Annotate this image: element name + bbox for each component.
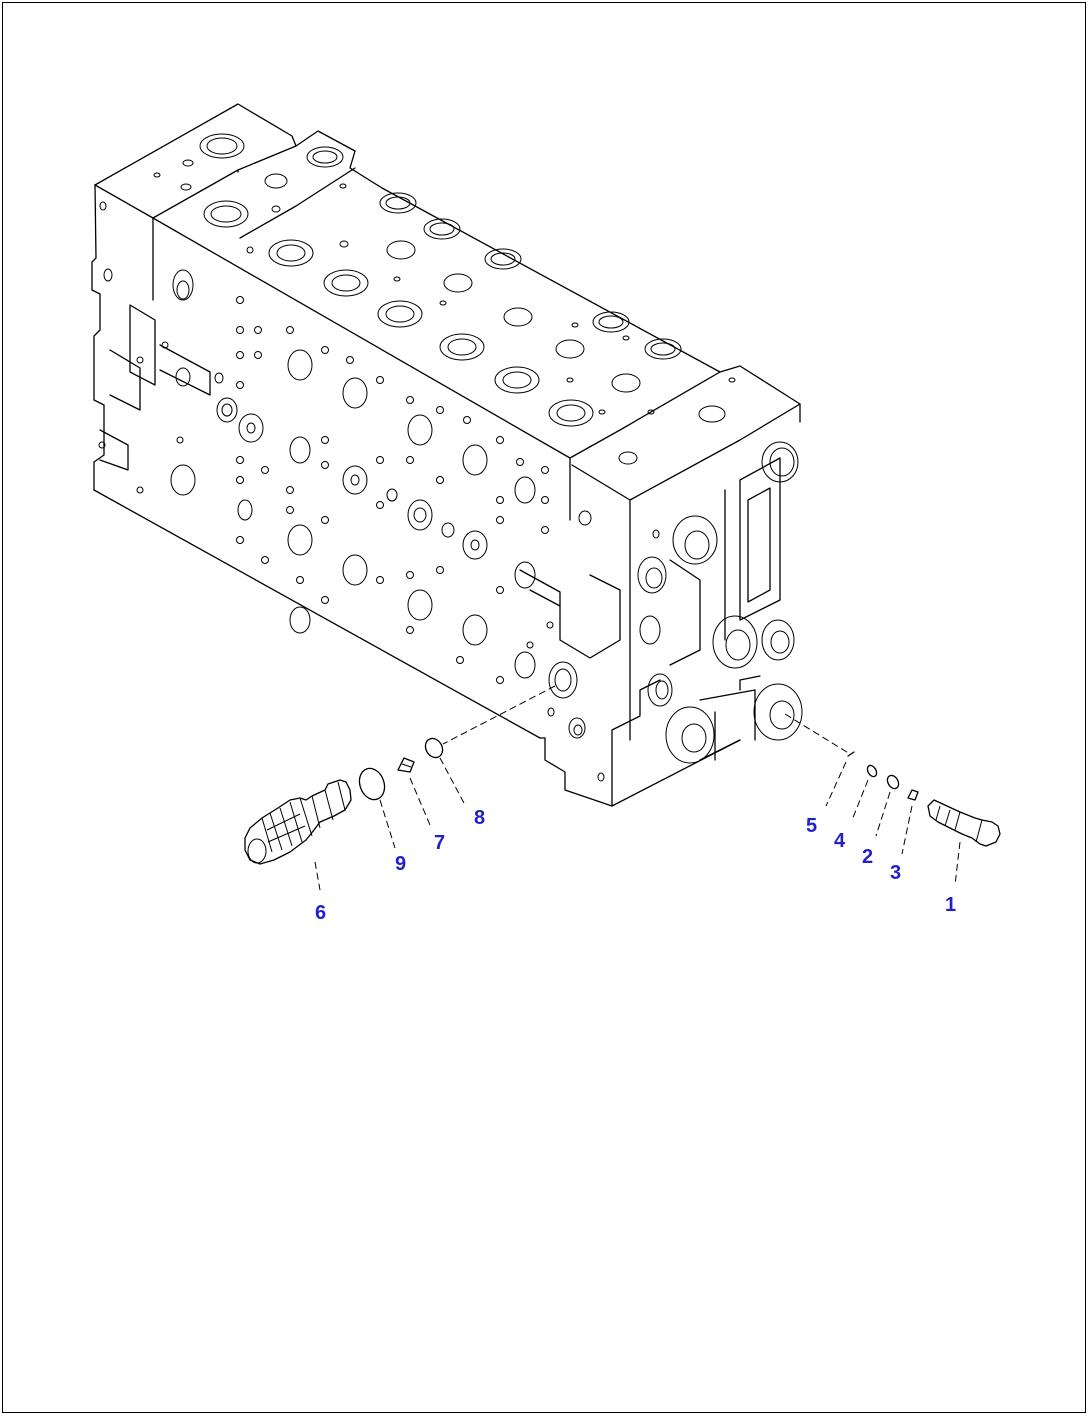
pin-part-5 <box>847 751 855 757</box>
callout-6: 6 <box>315 902 326 924</box>
backup-ring-part-3 <box>907 789 919 801</box>
backup-ring-part-7 <box>397 757 415 773</box>
assembly-center-lines <box>442 685 851 755</box>
o-ring-part-8 <box>424 737 444 759</box>
plug-part-1 <box>927 799 1001 847</box>
o-ring-part-4 <box>866 764 878 778</box>
callout-1: 1 <box>945 894 956 916</box>
callout-2: 2 <box>862 846 873 868</box>
callout-leaders <box>314 757 961 891</box>
callout-7: 7 <box>434 832 445 854</box>
callout-3: 3 <box>890 862 901 884</box>
valve-assembly-part-6 <box>244 779 352 865</box>
control-valve-body <box>91 103 803 807</box>
part-callouts: 6 9 7 8 5 4 2 3 1 <box>315 807 956 924</box>
o-ring-part-2 <box>886 774 900 790</box>
callout-8: 8 <box>474 807 485 829</box>
callout-5: 5 <box>806 815 817 837</box>
callout-4: 4 <box>834 830 846 852</box>
callout-9: 9 <box>395 853 406 875</box>
o-ring-part-9 <box>358 767 386 801</box>
